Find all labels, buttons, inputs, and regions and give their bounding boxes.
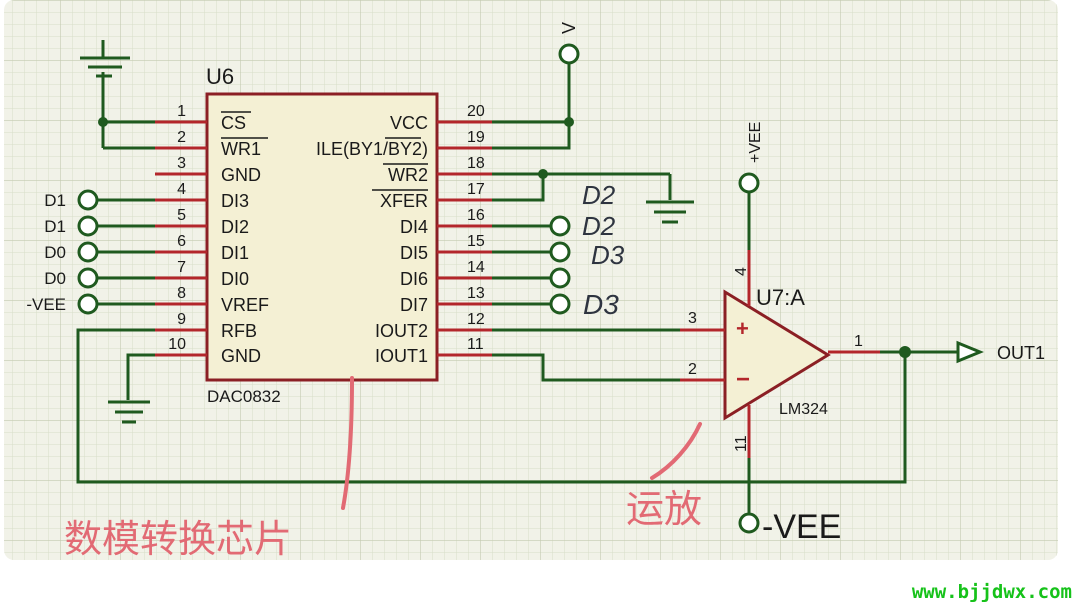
dac-part: DAC0832 (207, 387, 281, 406)
terminal-label-vee-pos: +VEE (747, 122, 764, 163)
dac-annotation-label: 数模转换芯片 (64, 519, 292, 561)
dac-pin-4-name: DI3 (221, 191, 249, 211)
opamp-annotation-label: 运放 (626, 489, 702, 531)
opamp-pin-minus: 2 (688, 361, 697, 378)
dac-pin-10-name: GND (221, 346, 261, 366)
dac-pin-11-name: IOUT1 (375, 346, 428, 366)
dac-pin-15-num: 15 (467, 233, 485, 250)
dac-pin-15-name: DI5 (400, 243, 428, 263)
terminal-label-vee-left: -VEE (26, 295, 66, 314)
dac-pin-8-name: VREF (221, 295, 269, 315)
dac-ref: U6 (206, 64, 234, 89)
dac-annotation-stroke (341, 376, 354, 510)
terminal-vee-neg (738, 512, 760, 534)
opamp-minus-sign: − (736, 366, 750, 393)
dac-pin-17-name: XFER (380, 191, 428, 211)
terminal-label-vee-neg: -VEE (762, 508, 841, 546)
dac-pin-12-name: IOUT2 (375, 321, 428, 341)
terminal-di6 (549, 267, 571, 289)
dac-chip-body (205, 92, 439, 382)
dac-pin-11-num: 11 (467, 336, 484, 353)
dac-pin-16-num: 16 (467, 207, 485, 224)
dac-pin-7-num: 7 (177, 259, 186, 276)
terminal-label-d0-b: D0 (44, 269, 66, 288)
dac-pin-14-name: DI6 (400, 269, 428, 289)
terminal-d0-b (77, 267, 99, 289)
dac-pin-1-num: 1 (177, 103, 186, 120)
dac-pin-9-num: 9 (177, 311, 186, 328)
dac-pin-13-num: 13 (467, 285, 485, 302)
dac-pin-10-num: 10 (168, 336, 186, 353)
dac-pin-12-num: 12 (467, 311, 485, 328)
terminal-label-d1-a: D1 (44, 191, 66, 210)
dac-pin-2-num: 2 (177, 129, 186, 146)
dac-pin-7-name: DI0 (221, 269, 249, 289)
dac-pin-20-num: 20 (467, 103, 485, 120)
opamp-pin-vneg: 11 (733, 435, 750, 452)
dac-left-pins: 1 2 3 4 5 6 7 8 9 10 CS WR1 GND DI3 DI2 … (155, 103, 269, 366)
terminal-d0-a (77, 241, 99, 263)
hand-d3-lower: D3 (583, 289, 619, 320)
terminal-vee-left (77, 293, 99, 315)
terminal-di5 (549, 241, 571, 263)
dac-pin-18-num: 18 (467, 155, 485, 172)
dac-pin-2-name: WR1 (221, 139, 261, 159)
opamp-plus-sign: + (736, 316, 749, 341)
left-wiring: D1 D1 D0 D0 -VEE (26, 40, 907, 484)
dac-pin-19-name: ILE(BY1/BY2) (316, 139, 428, 159)
hand-d2-upper: D2 (582, 180, 616, 210)
dac-pin-18-name: WR2 (388, 165, 428, 185)
dac-pin-9-name: RFB (221, 321, 257, 341)
dac-pin-3-name: GND (221, 165, 261, 185)
opamp: U7:A + − 3 2 1 4 11 LM324 +VEE -VEE (680, 122, 880, 546)
dac-pin-20-name: VCC (390, 113, 428, 133)
opamp-pin-plus: 3 (688, 310, 697, 327)
terminal-label-d1-b: D1 (44, 217, 66, 236)
opamp-pin-out: 1 (854, 333, 863, 350)
dac-pin-5-name: DI2 (221, 217, 249, 237)
terminal-label-d0-a: D0 (44, 243, 66, 262)
terminal-vee-pos (738, 172, 760, 194)
terminal-d1-b (77, 215, 99, 237)
watermark: www.bjjdwx.com (911, 581, 1072, 603)
dac-pin-4-num: 4 (177, 181, 186, 198)
dac-pin-17-num: 17 (467, 181, 485, 198)
opamp-annotation-stroke (650, 422, 702, 480)
output-net: OUT1 (880, 340, 1045, 364)
right-wiring: V (492, 22, 694, 382)
dac-pin-5-num: 5 (177, 207, 186, 224)
dac-pin-16-name: DI4 (400, 217, 428, 237)
opamp-part: LM324 (779, 401, 828, 418)
output-label: OUT1 (997, 343, 1045, 363)
hand-d2-lower: D2 (582, 211, 616, 241)
dac-pin-14-num: 14 (467, 259, 485, 276)
dac-right-pins: 20 19 18 17 16 15 14 13 12 11 VCC ILE(BY… (316, 103, 492, 366)
dac-pin-8-num: 8 (177, 285, 186, 302)
dac-pin-6-num: 6 (177, 233, 186, 250)
handwritten-labels: D2 D2 D3 D3 (582, 180, 625, 320)
dac-pin-3-num: 3 (177, 155, 186, 172)
output-terminal-arrow (956, 340, 984, 364)
dac-pin-13-name: DI7 (400, 295, 428, 315)
annotations: 数模转换芯片 运放 (64, 376, 702, 561)
terminal-di4 (549, 215, 571, 237)
terminal-d1-a (77, 189, 99, 211)
terminal-label-supply-top: V (559, 22, 579, 34)
dac-pin-19-num: 19 (467, 129, 485, 146)
hand-d3-upper: D3 (591, 240, 625, 270)
terminal-supply-top (558, 43, 580, 65)
dac-pin-1-name: CS (221, 113, 246, 133)
opamp-ref: U7:A (756, 285, 805, 310)
opamp-pin-vpos: 4 (733, 267, 750, 276)
opamp-body (723, 289, 831, 421)
dac-pin-6-name: DI1 (221, 243, 249, 263)
terminal-di7 (549, 293, 571, 315)
